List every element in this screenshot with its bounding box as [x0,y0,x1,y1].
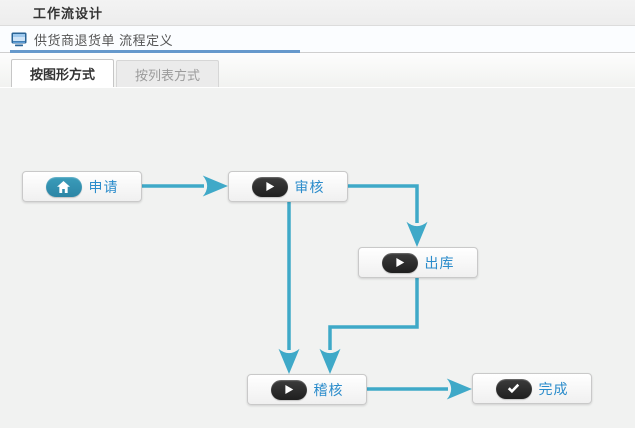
flow-node-label-audit: 稽核 [313,381,344,398]
flow-node-label-review: 审核 [294,178,325,195]
flow-edges-layer [142,175,472,400]
flow-edge-outbound-audit [319,278,419,374]
flow-node-audit[interactable]: 稽核 [247,374,367,405]
monitor-icon [11,32,27,47]
header-divider [0,52,635,53]
flow-node-label-apply: 申请 [88,178,119,195]
play-icon [270,379,307,400]
home-icon [45,176,82,197]
tab-list-view[interactable]: 按列表方式 [116,60,220,87]
play-icon [381,252,418,273]
document-title: 供货商退货单 流程定义 [34,33,174,48]
tab-graphic-view[interactable]: 按图形方式 [11,59,115,87]
play-icon [251,176,288,197]
document-header: 供货商退货单 流程定义 [0,26,635,53]
flow-node-label-outbound: 出库 [424,254,455,271]
header-accent-underline [10,50,300,53]
flow-node-apply[interactable]: 申请 [22,171,142,202]
tab-graphic-label: 按图形方式 [30,67,96,82]
page-title: 工作流设计 [33,6,104,21]
view-mode-tabbar: 按图形方式 按列表方式 [0,53,635,87]
flow-node-review[interactable]: 审核 [228,171,348,202]
flow-node-outbound[interactable]: 出库 [358,247,478,278]
flow-edge-review-outbound [348,184,428,247]
app-header: 工作流设计 [0,0,635,26]
flow-node-label-done: 完成 [538,380,569,397]
tab-list-label: 按列表方式 [135,67,201,83]
workflow-canvas: 申请 审核出库稽核 完成 [0,88,635,428]
flow-node-done[interactable]: 完成 [472,373,592,404]
check-icon [495,378,532,399]
